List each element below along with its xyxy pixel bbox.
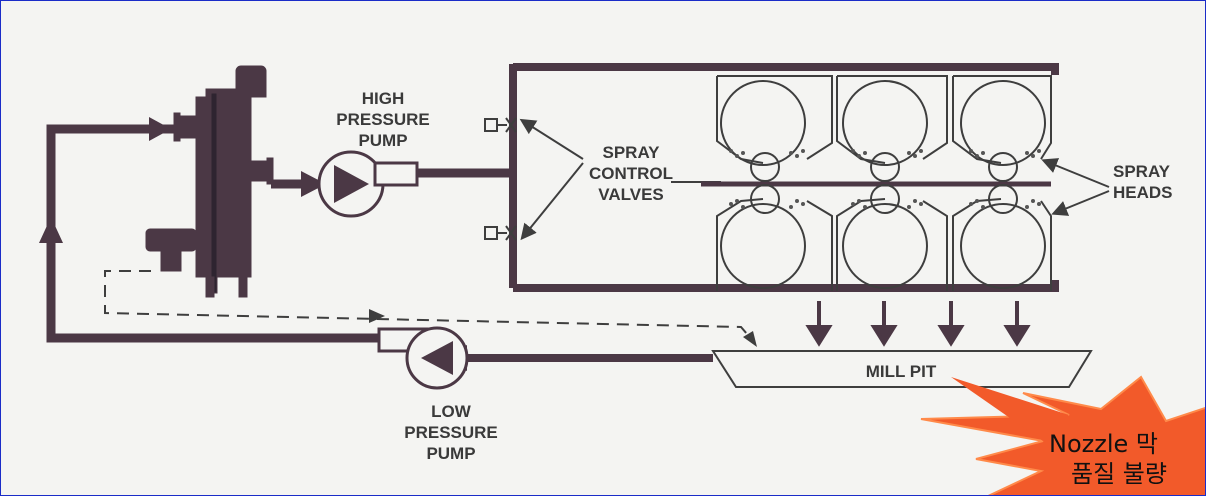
- high-pressure-pump: [317, 150, 419, 218]
- scv-line-3: VALVES: [598, 185, 664, 204]
- lp-line-3: PUMP: [426, 444, 476, 463]
- low-pressure-pump-label: LOW PRESSURE PUMP: [381, 401, 521, 464]
- dashed-drain-line: [104, 270, 754, 342]
- spray-head-leaders: [1041, 158, 1110, 216]
- hp-pipe-arrow: [301, 171, 326, 197]
- high-pressure-pump-label: HIGH PRESSURE PUMP: [313, 88, 453, 151]
- drain-arrows: [805, 301, 1031, 347]
- dashed-line-arrow: [369, 309, 385, 323]
- hp-line-3: PUMP: [358, 131, 408, 150]
- low-pressure-pump: [377, 326, 469, 390]
- spray-control-valves-label: SPRAY CONTROL VALVES: [581, 142, 681, 205]
- spray-heads-label: SPRAY HEADS: [1113, 161, 1205, 203]
- spray-header: [509, 63, 1059, 292]
- callout-text: Nozzle 막 품질 불량: [1049, 429, 1167, 489]
- mill-stands: [716, 75, 1052, 291]
- callout-line-1: Nozzle 막: [1049, 430, 1158, 458]
- callout-starburst: [920, 375, 1205, 495]
- spray-patterns: [729, 149, 1041, 209]
- return-right-arrow: [149, 117, 171, 141]
- hp-line-2: PRESSURE: [336, 110, 430, 129]
- callout-line-2: 품질 불량: [1071, 460, 1167, 488]
- callout-pointer: [951, 377, 1069, 441]
- spray-control-valve-top: [484, 117, 517, 133]
- spray-control-valve-bottom: [484, 225, 517, 241]
- scv-line-1: SPRAY: [602, 143, 660, 162]
- dashed-end-arrow: [743, 331, 757, 347]
- hp-line-1: HIGH: [361, 89, 405, 108]
- filter-vessel: [145, 65, 274, 298]
- mill-pit-label: MILL PIT: [865, 362, 937, 381]
- lp-line-1: LOW: [431, 402, 471, 421]
- mill-pit: [711, 350, 1093, 388]
- sh-line-1: SPRAY: [1113, 162, 1171, 181]
- scv-line-2: CONTROL: [588, 164, 674, 183]
- sh-line-2: HEADS: [1113, 183, 1173, 202]
- lp-line-2: PRESSURE: [404, 423, 498, 442]
- return-up-arrow: [39, 217, 63, 243]
